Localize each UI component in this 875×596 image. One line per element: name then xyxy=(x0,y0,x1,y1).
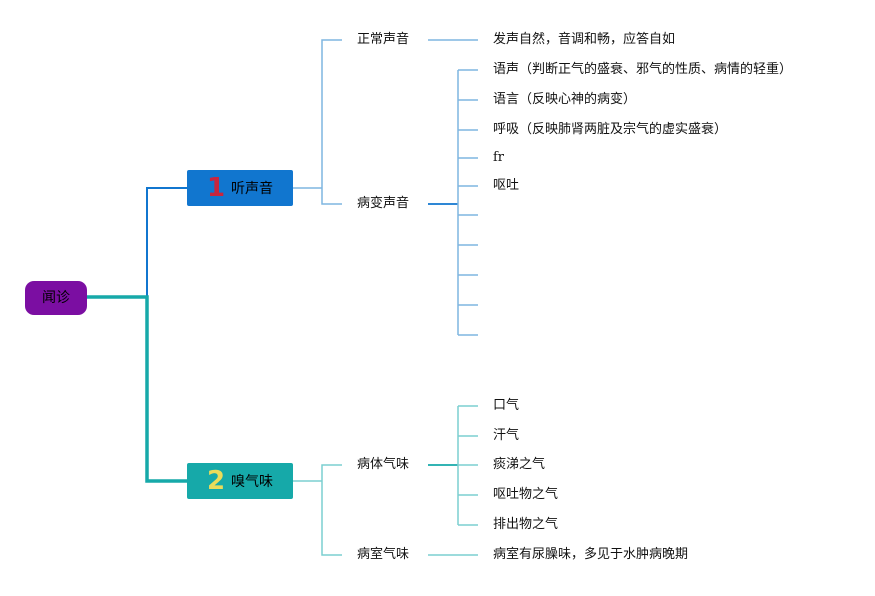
branch-label: 嗅气味 xyxy=(231,474,274,490)
branch1-fork-line xyxy=(293,39,342,205)
subtopic-item[interactable]: 排出物之气 xyxy=(493,517,559,532)
root-to-branch2-line xyxy=(87,295,187,483)
abnormal-sound-fork-line xyxy=(457,69,478,336)
subtopic-item[interactable]: 语声（判断正气的盛衰、邪气的性质、病情的轻重） xyxy=(493,62,793,77)
subtopic-item[interactable]: fr xyxy=(493,150,505,165)
body-odor-fork-line xyxy=(457,405,478,526)
subtopic-item[interactable]: 痰涕之气 xyxy=(493,457,546,472)
root-node[interactable]: 闻诊 xyxy=(25,281,87,315)
subtopic-item[interactable]: 病室有尿臊味，多见于水肿病晚期 xyxy=(493,547,689,562)
topic-body-odor[interactable]: 病体气味 xyxy=(357,457,410,472)
subtopic-item[interactable]: 呕吐 xyxy=(493,178,520,193)
subtopic-item[interactable]: 语言（反映心神的病变） xyxy=(493,92,637,107)
branch-label: 听声音 xyxy=(231,181,274,197)
branch2-fork-line xyxy=(293,464,342,556)
subtopic-item[interactable]: 呕吐物之气 xyxy=(493,487,559,502)
topic-abnormal-sound[interactable]: 病变声音 xyxy=(357,196,410,211)
topic-room-odor[interactable]: 病室气味 xyxy=(357,547,410,562)
branch-number-badge: 1 xyxy=(206,173,226,203)
branch-smelling[interactable]: 2 嗅气味 xyxy=(187,463,293,499)
subtopic-item[interactable]: 口气 xyxy=(493,398,520,413)
subtopic-item[interactable]: 发声自然，音调和畅，应答自如 xyxy=(493,32,676,47)
branch-number-badge: 2 xyxy=(206,466,226,496)
subtopic-item[interactable]: 呼吸（反映肺肾两脏及宗气的虚实盛衰） xyxy=(493,122,728,137)
branch-listening[interactable]: 1 听声音 xyxy=(187,170,293,206)
root-to-branch1-line xyxy=(87,187,187,298)
subtopic-item[interactable]: 汗气 xyxy=(493,428,520,443)
topic-normal-sound[interactable]: 正常声音 xyxy=(357,32,410,47)
